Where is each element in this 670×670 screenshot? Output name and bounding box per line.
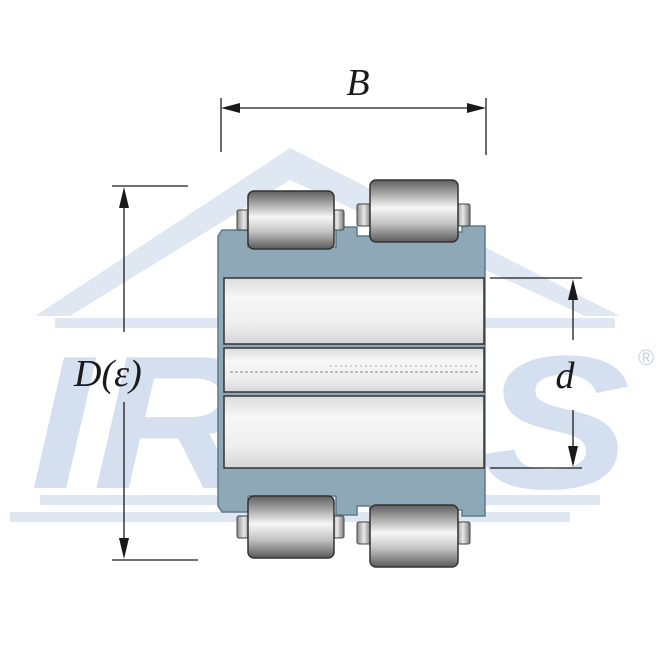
dimension-outer: D(ε) <box>73 185 198 561</box>
arrowhead-down <box>568 446 578 467</box>
roller-lower-left <box>236 495 345 559</box>
registered-mark: ® <box>638 345 654 370</box>
dimension-width: B <box>220 62 487 155</box>
watermark-roof <box>35 148 620 316</box>
roller-lower-right <box>356 504 471 568</box>
arrowhead-right <box>467 103 486 113</box>
roller-upper-left <box>236 190 345 250</box>
outer-diameter-label: D(ε) <box>73 353 142 395</box>
dimension-bore: d <box>490 277 582 469</box>
width-label: B <box>346 62 369 104</box>
roller-upper-right <box>356 179 471 243</box>
bore-diameter-label: d <box>556 355 576 397</box>
arrowhead-up <box>119 187 129 208</box>
arrowhead-up <box>568 279 578 300</box>
bore-surface-center <box>223 347 485 393</box>
bore-surface-upper <box>223 277 485 345</box>
bearing <box>217 179 486 568</box>
bore-surface-lower <box>223 395 485 469</box>
arrowhead-down <box>119 538 129 559</box>
arrowhead-left <box>221 103 240 113</box>
